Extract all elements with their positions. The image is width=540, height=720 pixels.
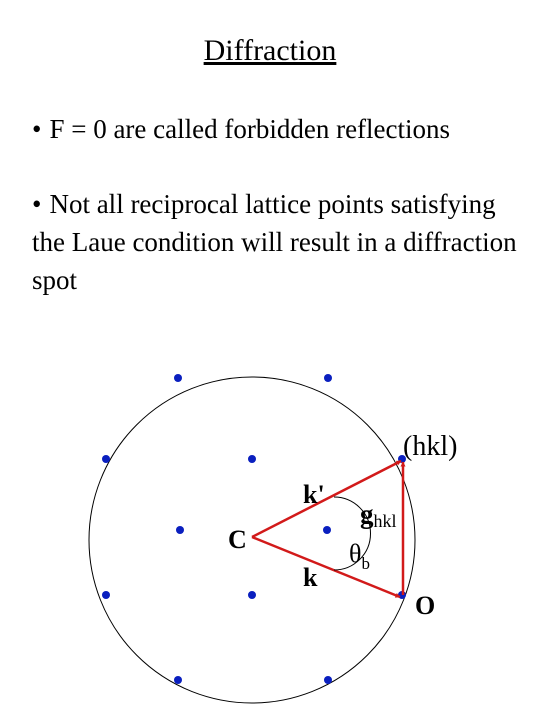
bullet-text: Not all reciprocal lattice points satisf…	[32, 189, 517, 295]
label-k: k	[303, 563, 318, 592]
label-origin-o: O	[415, 591, 435, 620]
lattice-point	[248, 591, 256, 599]
bullet-symbol: •	[32, 189, 42, 219]
k-prime-vector	[251, 459, 402, 539]
lattice-point	[324, 374, 332, 382]
label-k-prime: k'	[303, 480, 325, 509]
lattice-point	[174, 676, 182, 684]
lattice-point	[102, 455, 110, 463]
label-theta-subscript: b	[361, 554, 370, 573]
lattice-point	[102, 591, 110, 599]
scattering-vectors	[251, 459, 406, 599]
k-vector	[251, 535, 401, 599]
bullet-symbol: •	[32, 114, 42, 144]
bullet-text: F = 0 are called forbidden reflections	[49, 114, 451, 144]
lattice-point	[323, 526, 331, 534]
bullet-forbidden-reflections: •F = 0 are called forbidden reflections	[32, 110, 532, 148]
reciprocal-lattice-points	[102, 374, 406, 684]
lattice-point	[248, 455, 256, 463]
ewald-circle	[88, 376, 416, 704]
label-center-c: C	[228, 525, 247, 554]
label-hkl: (hkl)	[403, 431, 457, 462]
label-theta: θ	[349, 539, 361, 568]
lattice-point	[324, 676, 332, 684]
label-g-subscript: hkl	[374, 511, 397, 531]
lattice-point	[174, 374, 182, 382]
label-theta-b: θb	[349, 539, 370, 573]
label-g: g	[360, 499, 374, 529]
page-title: Diffraction	[203, 34, 337, 67]
bullet-laue-condition: •Not all reciprocal lattice points satis…	[32, 185, 532, 299]
lattice-point	[176, 526, 184, 534]
theta-angle-arc	[333, 496, 371, 571]
label-g-hkl: ghkl	[360, 499, 397, 531]
